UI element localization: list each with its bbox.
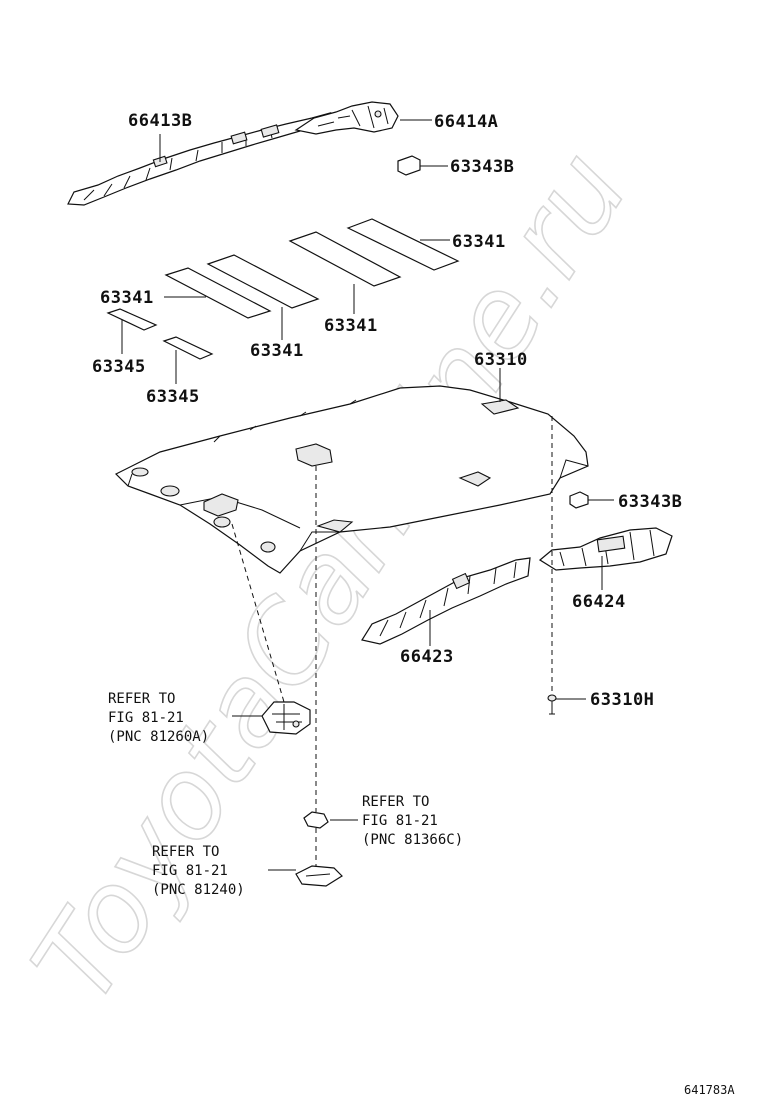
pad-63341-sheet-b-shape [206,254,320,309]
dash-81260a [231,523,285,703]
pad-63345-small-a-shape [106,308,158,331]
ref-c-line3: (PNC 81240) [152,882,245,898]
ref-a-line3: (PNC 81260A) [108,729,209,745]
bracket-66424-shape [538,527,673,571]
reference-note-81260a: REFER TO FIG 81-21 (PNC 81260A) [108,691,209,745]
label-66424: 66424 [572,592,626,612]
diagram-code: 641783A [684,1083,735,1097]
ref-b-line1: REFER TO [362,794,429,810]
bracket-66414a-shape [294,101,399,135]
label-66413b: 66413B [128,111,192,131]
label-63341-b: 63341 [250,341,304,361]
pad-63345-small-b-shape [162,336,214,360]
label-66414a: 66414A [434,112,498,132]
ref-b-line3: (PNC 81366C) [362,832,463,848]
pad-63341-sheet-a-shape [164,267,272,319]
ref-c-line1: REFER TO [152,844,219,860]
ref-c-line2: FIG 81-21 [152,863,228,879]
clip-81366c-shape [303,811,329,829]
reference-note-81240: REFER TO FIG 81-21 (PNC 81240) [152,844,245,898]
pad-63341-sheet-c-shape [288,231,402,287]
label-63345-b: 63345 [146,387,200,407]
ref-a-line1: REFER TO [108,691,175,707]
label-63343b-upper: 63343B [450,157,514,177]
lamp-81240-shape [295,865,343,887]
ref-b-line2: FIG 81-21 [362,813,438,829]
bracket-66413b-shape [67,111,332,206]
label-63341-c: 63341 [324,316,378,336]
ref-a-line2: FIG 81-21 [108,710,184,726]
label-63345-a: 63345 [92,357,146,377]
label-66423: 66423 [400,647,454,667]
pad-63341-sheet-d-shape [346,218,460,271]
bracket-66423-shape [361,557,531,645]
label-63341-d: 63341 [452,232,506,252]
label-63343b-lower: 63343B [618,492,682,512]
clip-63310h-shape [547,694,557,715]
lamp-81260a-shape [261,701,311,735]
headliner-63310-shape [114,385,589,574]
pad-63343b-lower-shape [569,491,589,509]
label-63310h: 63310H [590,690,654,710]
label-63341-a: 63341 [100,288,154,308]
reference-note-81366c: REFER TO FIG 81-21 (PNC 81366C) [362,794,463,848]
pad-63343b-upper-shape [397,155,421,176]
label-63310: 63310 [474,350,528,370]
